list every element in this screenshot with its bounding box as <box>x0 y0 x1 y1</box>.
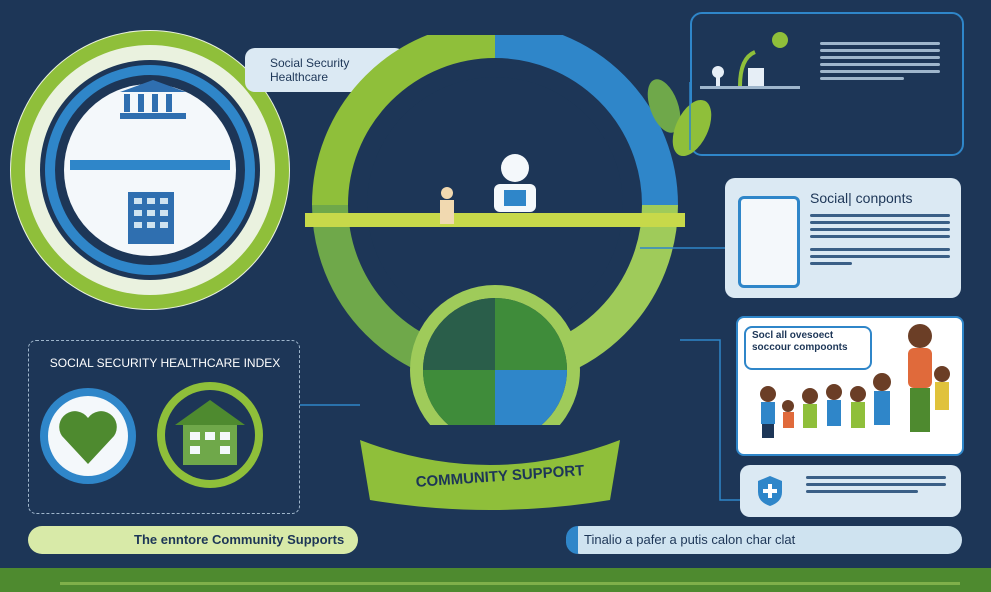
bottom-right-pill-text: Tinalio a pafer a putis calon char clat <box>584 532 796 547</box>
index-box <box>28 340 300 514</box>
plant-icon <box>700 32 800 89</box>
top-label: Social Security Healthcare <box>270 56 350 84</box>
family-illustration <box>760 324 950 438</box>
index-title: SOCIAL SECURITY HEALTHCARE INDEX <box>49 356 281 370</box>
top-right-text-lines <box>820 38 940 84</box>
heart-icon <box>40 388 136 484</box>
community-banner <box>360 440 620 510</box>
shield-icon <box>758 476 782 506</box>
speech-text: Socl all ovesoect soccour compoonts <box>752 330 848 353</box>
top-right-panel <box>690 12 964 156</box>
bottom-right-pill <box>566 526 962 554</box>
tablet-icon <box>738 196 800 288</box>
person-icon <box>440 187 454 224</box>
left-circle-diagram <box>10 30 290 310</box>
bottom-left-pill-text: The enntore Community Supports <box>134 532 345 547</box>
social-components-title: Social| conponts <box>810 190 913 206</box>
bottom-left-pill <box>28 526 358 554</box>
doctor-icon <box>494 154 536 212</box>
house-icon <box>157 382 263 488</box>
shield-panel-lines <box>806 472 946 497</box>
footer-lines <box>60 582 960 585</box>
building-icon <box>128 192 174 244</box>
footer-strip <box>0 568 991 592</box>
bottom-right-pill-accent <box>566 526 578 554</box>
leaf-icon <box>647 79 712 157</box>
speech-bubble <box>744 326 872 370</box>
social-components-lines <box>810 210 950 269</box>
bank-icon <box>120 80 186 119</box>
